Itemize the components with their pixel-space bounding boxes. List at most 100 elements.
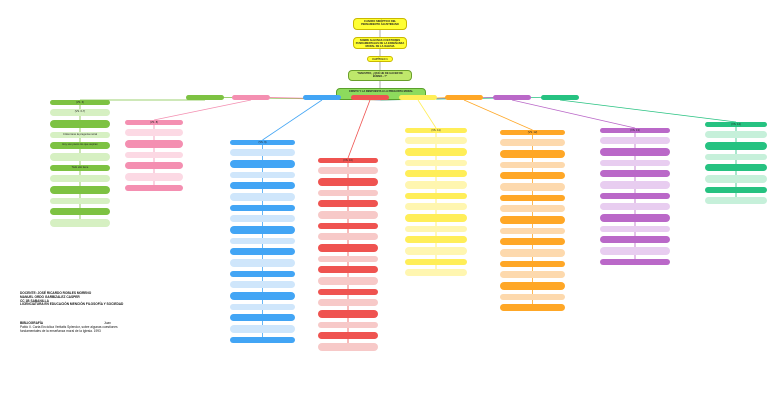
branch-6-node (500, 271, 565, 278)
branch-7-node (600, 181, 670, 189)
branch-6-node (500, 249, 565, 257)
branch-8-node (705, 164, 767, 171)
branch-3-node (230, 215, 295, 222)
connector-line (463, 99, 533, 131)
branch-2-node (125, 162, 183, 169)
branch-label-4 (351, 95, 389, 100)
title-node-1: CUADRO SINÓPTICO DEL PENSAMIENTO ÁGUSTIN… (353, 18, 407, 30)
branch-6-node (500, 294, 565, 300)
branch-6-node (500, 261, 565, 267)
chapter-node: CAPÍTULO 1 (367, 56, 393, 62)
branch-label-7 (493, 95, 531, 100)
branch-1-node: Cristo tiene la pregunta moral (50, 132, 110, 138)
branch-2-node (125, 173, 183, 181)
docente-text: DOCENTE: JOSÉ RICARDO ROBLES MORENO (20, 291, 92, 295)
branch-8-node (705, 154, 767, 160)
branch-7-node (600, 137, 670, 144)
branch-4-node (318, 200, 378, 207)
branch-4-node (318, 190, 378, 196)
branch-6-node: (VS. 12) (500, 130, 565, 135)
branch-6-node (500, 139, 565, 146)
branch-1-node: (VS. 6) (50, 100, 110, 105)
branch-3-node (230, 325, 295, 333)
branch-5-node (405, 226, 467, 232)
branch-3-node (230, 304, 295, 310)
branch-6-node (500, 304, 565, 311)
branch-3-node (230, 259, 295, 267)
branch-1-node: Hoy son pocos los que aspiran (50, 142, 110, 149)
branch-label-3 (303, 95, 341, 100)
branch-4-node (318, 343, 378, 351)
branch-7-node (600, 247, 670, 255)
branch-4-node (318, 299, 378, 306)
question-node: "MAESTRO, ¿QUÉ HE DE HACER DE BUENO...?" (348, 70, 412, 81)
branch-7-node (600, 259, 670, 265)
branch-6-node (500, 172, 565, 179)
branch-8-node (705, 187, 767, 193)
branch-5-node (405, 259, 467, 265)
branch-4-node (318, 289, 378, 295)
nombres-text: MANUEL ORDO GARBIZALEZ CASPER (20, 294, 80, 299)
branch-7-node (600, 148, 670, 156)
branch-1-node: Todo ello tiene (50, 165, 110, 171)
branch-4-node (318, 277, 378, 285)
branch-5-node (405, 193, 467, 199)
branch-4-node (318, 244, 378, 252)
bibliography-side: Juan (104, 321, 111, 325)
branch-7-node (600, 203, 670, 210)
branch-label-2 (232, 95, 270, 100)
branch-5-node (405, 247, 467, 255)
connector-line (347, 99, 371, 159)
branch-4-node (318, 211, 378, 219)
branch-5-node (405, 170, 467, 177)
branch-6-node (500, 228, 565, 234)
branch-6-node (500, 162, 565, 168)
branch-7-node (600, 214, 670, 222)
branch-3-node (230, 314, 295, 321)
branch-6-node (500, 150, 565, 158)
branch-4-node (318, 223, 378, 229)
branch-4-node (318, 233, 378, 240)
branch-4-node (318, 332, 378, 339)
branch-2-node (125, 185, 183, 191)
branch-6-node (500, 183, 565, 191)
branch-5-node (405, 181, 467, 189)
branch-7-node (600, 193, 670, 199)
branch-4-node: (VS. 10) (318, 158, 378, 163)
branch-3-node (230, 281, 295, 288)
branch-7-node (600, 226, 670, 232)
branch-6-node (500, 282, 565, 290)
branch-3-node (230, 337, 295, 343)
branch-5-node (405, 236, 467, 243)
branch-5-node (405, 214, 467, 222)
branch-8-node: (VS. 14) (705, 122, 767, 127)
branch-4-node (318, 178, 378, 186)
branch-4-node (318, 322, 378, 328)
branch-3-node (230, 205, 295, 211)
branch-4-node (318, 310, 378, 318)
connector-line (559, 99, 737, 123)
connector-line (511, 99, 636, 129)
branch-label-6 (445, 95, 483, 100)
branch-2-node (125, 129, 183, 136)
branch-3-node (230, 182, 295, 189)
branch-3-node (230, 271, 295, 277)
branch-5-node (405, 160, 467, 166)
authors-block: DOCENTE: JOSÉ RICARDO ROBLES MORENO MANU… (20, 291, 140, 307)
branch-4-node (318, 167, 378, 174)
branch-2-node: (VS. 8) (125, 120, 183, 125)
title-node-2: SOBRE ALGUNAS CUESTIONES FUNDAMENTALES D… (353, 37, 407, 49)
branch-3-node (230, 193, 295, 201)
branch-label-1 (186, 95, 224, 100)
branch-3-node (230, 172, 295, 178)
branch-5-node (405, 137, 467, 144)
branch-1-node (50, 153, 110, 161)
branch-5-node (405, 148, 467, 156)
branch-3-node (230, 238, 295, 244)
branch-8-node (705, 197, 767, 204)
branch-7-node (600, 170, 670, 177)
branch-7-node (600, 236, 670, 243)
branch-1-node (50, 175, 110, 182)
branch-1-node (50, 208, 110, 215)
bibliography-block: BIBLIOGRAFÍA Pablo II. Carta Encíclica V… (20, 321, 135, 333)
